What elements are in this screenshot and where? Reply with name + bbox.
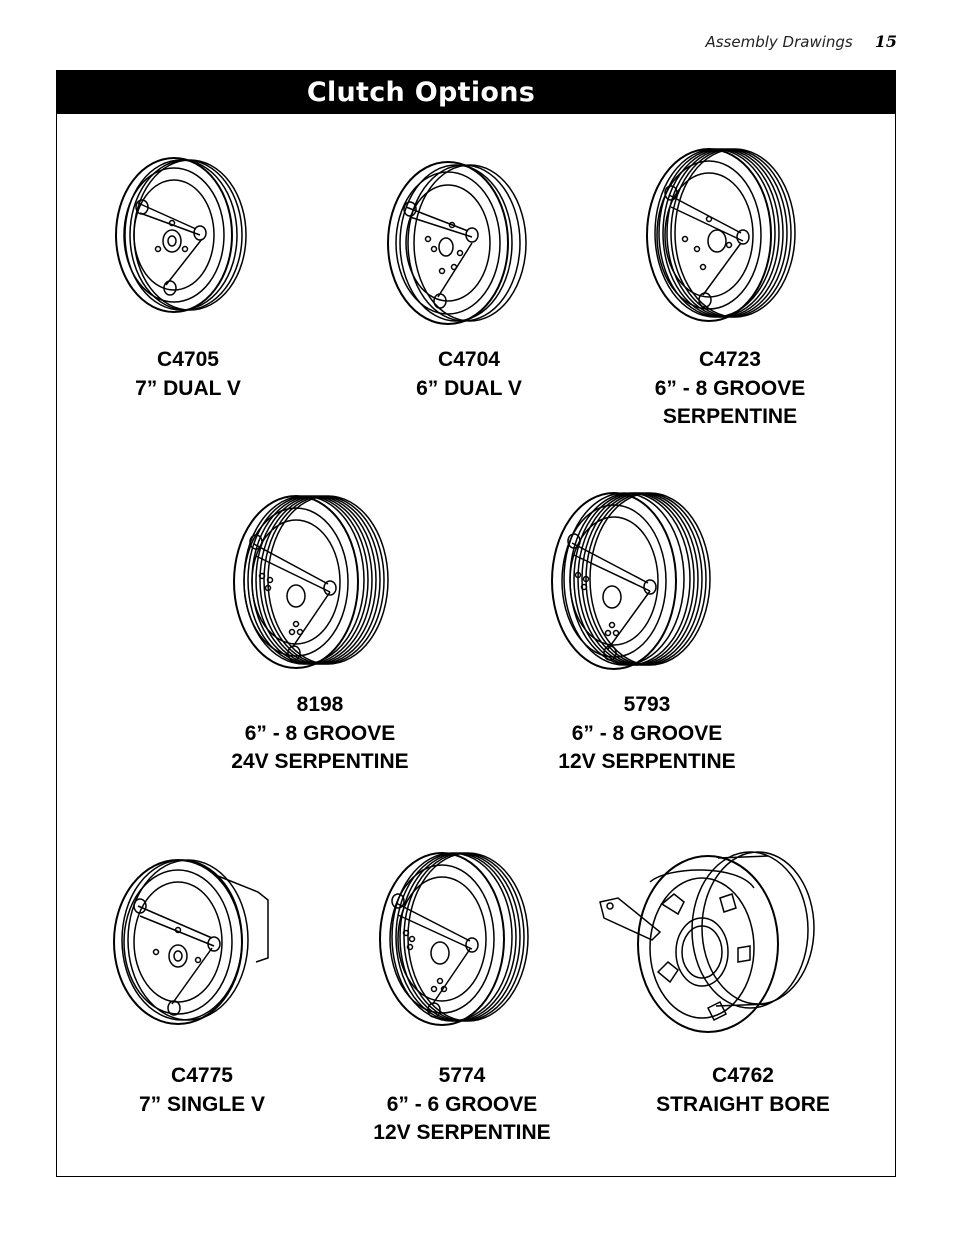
clutch-5793-drawing — [548, 485, 718, 673]
clutch-caption-c4775: C4775 7” SINGLE V — [139, 1062, 265, 1119]
panel-title-bar: Clutch Options — [57, 71, 895, 114]
clutch-c4775-drawing — [108, 852, 278, 1025]
pulley-dual-v-icon — [115, 157, 247, 313]
pulley-serpentine-icon — [551, 492, 711, 670]
description-line: 6” - 8 GROOVE — [244, 721, 396, 745]
part-number: 5774 — [438, 1064, 486, 1087]
clutch-c4723-drawing — [645, 145, 805, 325]
part-number: C4723 — [699, 348, 761, 371]
description-line: 6” - 8 GROOVE — [571, 721, 723, 745]
part-number: 8198 — [296, 693, 344, 716]
description-line: 7” SINGLE V — [138, 1092, 266, 1116]
page-number: 15 — [874, 32, 897, 51]
description-line: STRAIGHT BORE — [656, 1092, 830, 1116]
clutch-5774-drawing — [370, 845, 540, 1030]
part-number: C4705 — [157, 348, 219, 371]
description-line: 6” - 8 GROOVE — [654, 376, 806, 400]
clutch-caption-5793: 5793 6” - 8 GROOVE 12V SERPENTINE — [558, 691, 735, 777]
clutch-straight-bore-icon — [599, 851, 815, 1033]
header-section-title: Assembly Drawings — [705, 33, 853, 51]
clutch-caption-c4762: C4762 STRAIGHT BORE — [656, 1062, 830, 1119]
description-line: 7” DUAL V — [135, 376, 241, 400]
part-number: C4775 — [171, 1064, 233, 1087]
description-line: SERPENTINE — [662, 405, 798, 428]
pulley-dual-v-small-icon — [387, 161, 527, 325]
clutch-c4762-drawing — [598, 848, 823, 1040]
description-line: 12V SERPENTINE — [558, 750, 736, 773]
description-line: 12V SERPENTINE — [373, 1121, 551, 1144]
clutch-caption-8198: 8198 6” - 8 GROOVE 24V SERPENTINE — [231, 691, 408, 777]
pulley-single-v-icon — [113, 859, 269, 1025]
page-header: Assembly Drawings 15 — [705, 32, 897, 51]
clutch-8198-drawing — [230, 488, 395, 673]
clutch-caption-c4723: C4723 6” - 8 GROOVE SERPENTINE — [655, 346, 806, 432]
clutch-c4705-drawing — [108, 155, 258, 315]
part-number: C4704 — [438, 348, 500, 371]
description-line: 24V SERPENTINE — [231, 750, 409, 773]
clutch-options-panel: Clutch Options — [56, 70, 896, 1177]
pulley-serpentine-icon — [379, 852, 529, 1026]
pulley-serpentine-icon — [233, 495, 389, 669]
clutch-caption-c4704: C4704 6” DUAL V — [416, 346, 522, 403]
part-number: 5793 — [623, 693, 671, 716]
part-number: C4762 — [712, 1064, 774, 1087]
panel-title: Clutch Options — [306, 77, 536, 108]
clutch-caption-5774: 5774 6” - 6 GROOVE 12V SERPENTINE — [373, 1062, 550, 1148]
pulley-serpentine-icon — [646, 148, 796, 322]
description-line: 6” - 6 GROOVE — [386, 1092, 538, 1116]
clutch-caption-c4705: C4705 7” DUAL V — [135, 346, 241, 403]
clutch-c4704-drawing — [382, 155, 532, 327]
description-line: 6” DUAL V — [416, 376, 522, 400]
